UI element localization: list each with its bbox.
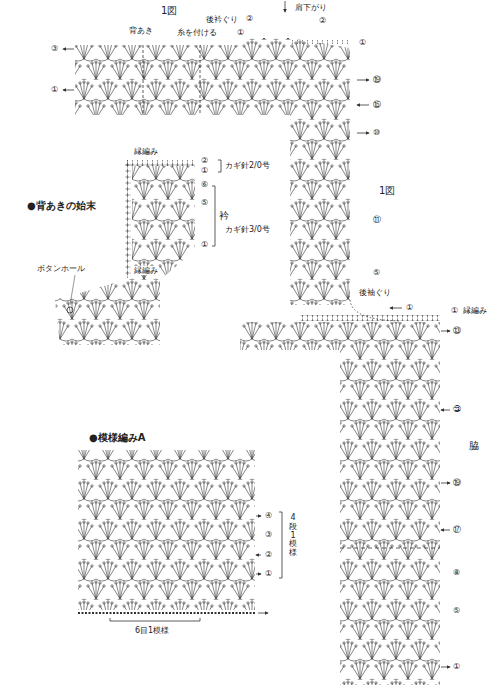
row-arrow bbox=[63, 90, 74, 91]
chart-label: ⑲ bbox=[452, 478, 462, 487]
row-arrow bbox=[441, 483, 450, 484]
chart-label: 衿 bbox=[218, 210, 230, 222]
section-title: ●背あきの始末 bbox=[26, 200, 97, 212]
chart-label: ⑩ bbox=[372, 128, 381, 137]
chart-label: ⑥ bbox=[200, 180, 209, 189]
chart-label: ⑲ bbox=[372, 75, 382, 84]
chart-label: 糸を付ける bbox=[176, 28, 218, 37]
chart-label: カギ針3/0号 bbox=[224, 225, 271, 234]
chart-label: ③ bbox=[264, 530, 273, 539]
chart-label: 後袖ぐり bbox=[358, 288, 392, 297]
chart-label: ② bbox=[264, 550, 273, 559]
chart-label: ① bbox=[450, 306, 459, 315]
chart-label: 縁編み bbox=[133, 266, 159, 275]
chart-label: ⑪ bbox=[372, 215, 382, 224]
opening-line bbox=[200, 45, 201, 115]
chart-label: ⑮ bbox=[372, 100, 382, 109]
button-hole bbox=[67, 307, 73, 313]
row-arrow bbox=[441, 530, 450, 531]
bracket bbox=[218, 160, 221, 172]
row-arrow bbox=[441, 667, 450, 668]
chart-label: 脇 bbox=[468, 440, 480, 452]
chart-label: ⑤ bbox=[200, 198, 209, 207]
edging-top bbox=[125, 160, 195, 166]
bracket bbox=[279, 512, 282, 578]
chart-label: ㉓ bbox=[452, 405, 462, 414]
chart-label: ① bbox=[236, 28, 245, 37]
chart-label: 縁編み bbox=[462, 306, 488, 315]
row-arrow bbox=[256, 574, 261, 575]
chart-label: ⑬ bbox=[452, 326, 462, 335]
row-arrow bbox=[256, 555, 261, 556]
edging-side bbox=[125, 160, 131, 278]
chart-label: カギ針2/0号 bbox=[224, 161, 271, 170]
stitch-areas bbox=[55, 38, 440, 685]
chart-label: 肩下がり bbox=[294, 3, 328, 12]
row-arrow bbox=[357, 133, 369, 134]
chart-label: ⑤ bbox=[372, 268, 381, 277]
edging-armhole bbox=[300, 315, 440, 321]
chart-label: ⑧ bbox=[452, 568, 461, 577]
opening-line bbox=[143, 45, 144, 115]
chart-label: 1図 bbox=[160, 5, 178, 17]
row-arrow bbox=[390, 308, 402, 309]
chart-label: ボタンホール bbox=[36, 264, 86, 273]
chart-label: ① bbox=[405, 303, 414, 312]
bracket bbox=[110, 618, 200, 621]
chart-label: 4段1模様 bbox=[288, 514, 298, 558]
row-arrow bbox=[441, 331, 450, 332]
leader-line bbox=[70, 275, 75, 305]
chart-label: ① bbox=[452, 662, 461, 671]
chart-label: ③ bbox=[50, 44, 59, 53]
pattern-a-chart bbox=[78, 450, 255, 610]
row-arrow bbox=[357, 105, 369, 106]
chart-label: 縁編み bbox=[133, 147, 159, 156]
chart-label: ② bbox=[318, 16, 327, 25]
row-arrow bbox=[256, 516, 261, 517]
chart-label: ① bbox=[200, 240, 209, 249]
chart-label: ① bbox=[50, 85, 59, 94]
back-yoke-chart bbox=[75, 38, 350, 305]
row-arrow bbox=[285, 1, 286, 12]
body-chart bbox=[240, 322, 440, 685]
chart-label: 1図 bbox=[378, 185, 396, 197]
chart-label: 6目1模様 bbox=[134, 626, 170, 635]
chart-label: 背あき bbox=[128, 26, 154, 35]
chart-label: ② bbox=[200, 156, 209, 165]
repeat-line bbox=[340, 548, 440, 549]
chart-label: ⑤ bbox=[452, 606, 461, 615]
chart-label: 後衿ぐり bbox=[205, 15, 239, 24]
edging-neck bbox=[290, 40, 350, 44]
row-arrows bbox=[63, 1, 450, 667]
row-arrow bbox=[63, 49, 74, 50]
section-title: ●模様編みA bbox=[88, 432, 146, 444]
chart-label: ⑰ bbox=[452, 525, 462, 534]
row-arrow bbox=[258, 613, 268, 614]
row-arrow bbox=[441, 410, 450, 411]
foundation-chain bbox=[78, 612, 255, 614]
chart-label: ① bbox=[200, 166, 209, 175]
chart-label: ① bbox=[264, 569, 273, 578]
chart-label: ① bbox=[358, 38, 367, 47]
bracket bbox=[212, 186, 215, 246]
chart-label: ④ bbox=[264, 511, 273, 520]
chart-label: ② bbox=[245, 14, 254, 23]
layout-lines bbox=[67, 40, 440, 621]
row-arrow bbox=[357, 80, 369, 81]
